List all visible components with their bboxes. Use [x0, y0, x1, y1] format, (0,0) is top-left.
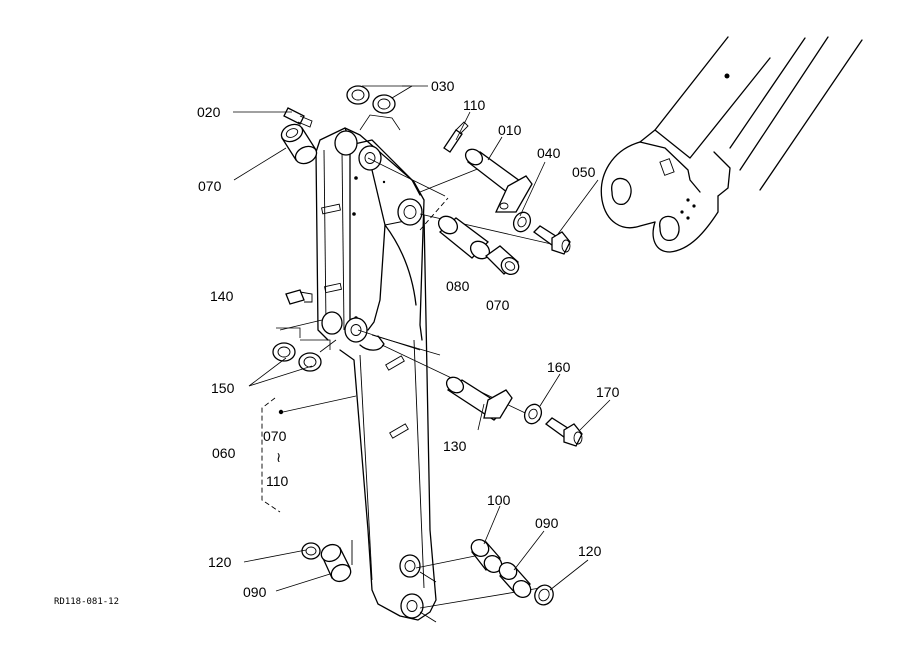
label-090-lower: 090 — [243, 584, 267, 600]
label-160: 160 — [547, 359, 571, 375]
part-120-washer-right — [534, 584, 554, 606]
label-030: 030 — [431, 78, 455, 94]
part-130-pin — [445, 376, 513, 421]
label-050: 050 — [572, 164, 596, 180]
label-110: 110 — [463, 97, 486, 113]
part-020-grease-nipple — [283, 107, 313, 128]
label-070-top: 070 — [198, 178, 222, 194]
part-090-bushing-lower — [320, 543, 352, 583]
part-040-washer — [512, 211, 532, 233]
drawing-reference-code: RD118-081-12 — [54, 597, 119, 607]
label-070-mid: 070 — [486, 297, 510, 313]
arm-body — [315, 127, 437, 623]
part-050-bolt — [533, 225, 571, 255]
part-120-washer-left — [301, 542, 321, 560]
part-070-bushing-top — [280, 123, 318, 165]
part-110-grease-nipple — [443, 121, 469, 153]
label-080: 080 — [446, 278, 470, 294]
label-150: 150 — [211, 380, 235, 396]
label-060: 060 — [212, 445, 236, 461]
label-070-range-from: 070 — [263, 428, 287, 444]
part-010-pin — [464, 148, 533, 213]
part-150-washers — [272, 327, 331, 372]
part-170-bolt — [545, 417, 583, 447]
part-labels: 020 030 110 010 040 050 070 080 070 140 … — [54, 78, 620, 607]
label-110-range-to: 110 — [266, 473, 289, 489]
part-070-bushing-mid — [484, 245, 520, 275]
label-020: 020 — [197, 104, 221, 120]
label-120-left: 120 — [208, 554, 232, 570]
label-040: 040 — [537, 145, 561, 161]
label-100: 100 — [487, 492, 511, 508]
part-100-bushing — [470, 539, 503, 573]
part-030-washers — [346, 85, 396, 114]
boom-outline — [600, 36, 863, 253]
range-symbol: ≀ — [276, 449, 281, 465]
label-140: 140 — [210, 288, 234, 304]
part-160-washer — [523, 403, 543, 425]
leader-lines — [233, 85, 611, 592]
label-010: 010 — [498, 122, 522, 138]
part-140-grease-nipple — [285, 289, 313, 305]
label-130: 130 — [443, 438, 467, 454]
label-170: 170 — [596, 384, 620, 400]
part-090-bushing-right — [498, 562, 532, 598]
part-080-bushing — [437, 215, 491, 260]
label-120-right: 120 — [578, 543, 602, 559]
label-090-right: 090 — [535, 515, 559, 531]
kit-060-bracket — [261, 395, 357, 513]
